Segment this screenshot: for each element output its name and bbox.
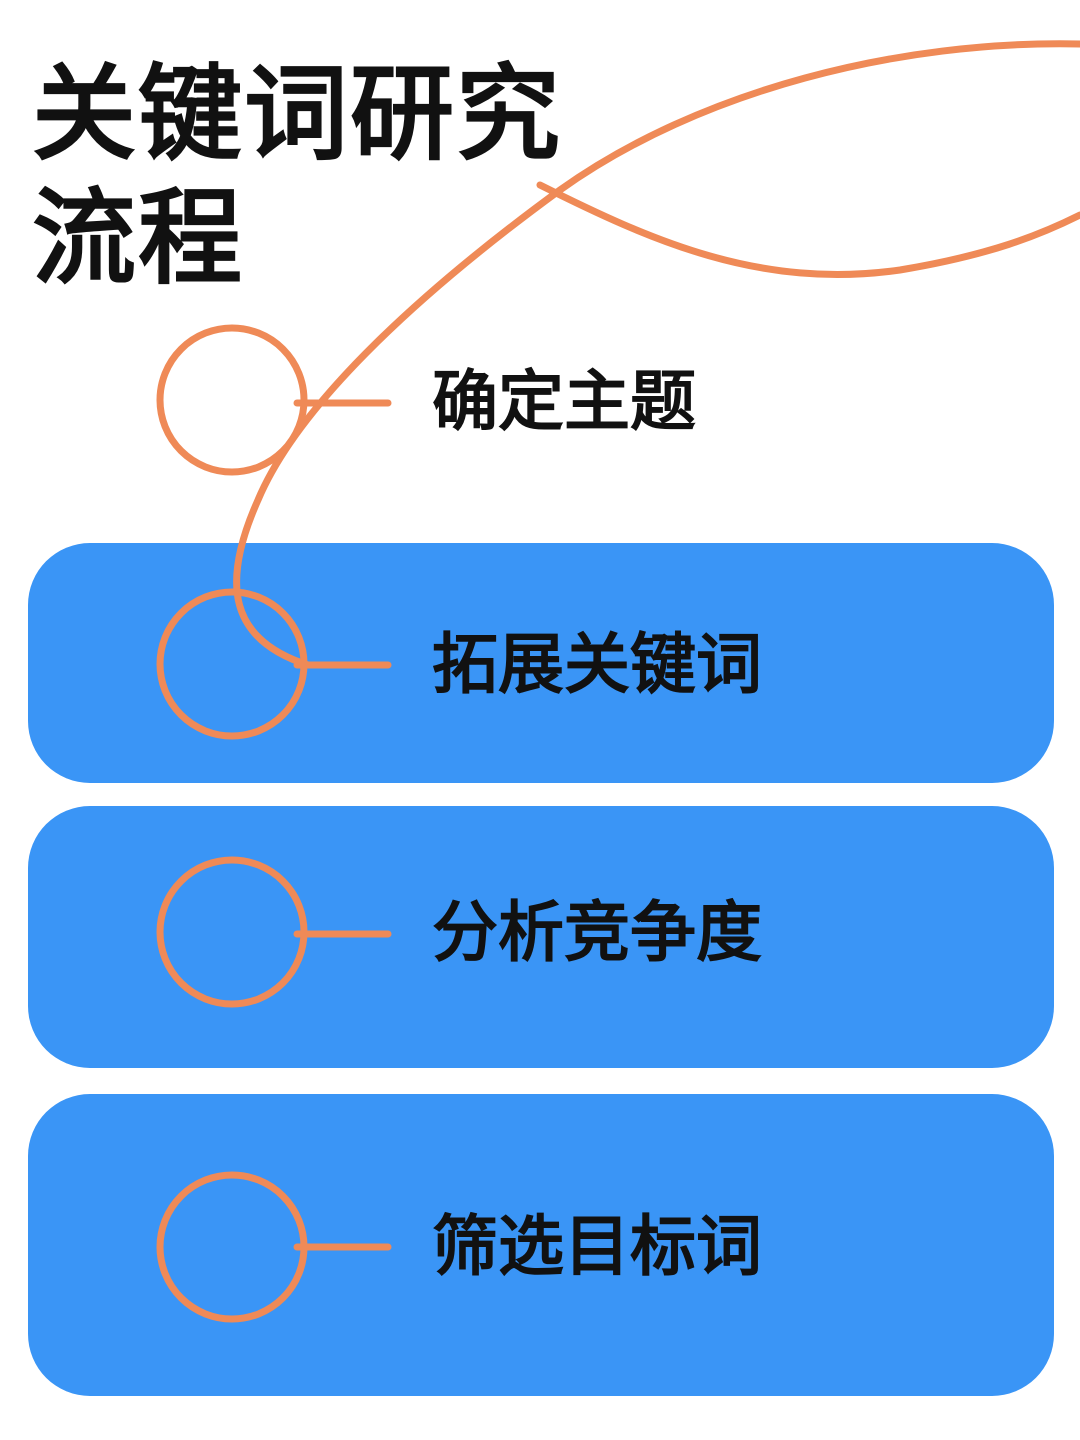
swoosh-loop — [536, 181, 1080, 278]
page-title: 关键词研究 流程 — [32, 52, 592, 300]
circle-connector-icon — [156, 324, 308, 476]
step-label-3: 分析竞争度 — [432, 894, 762, 971]
step-label-4: 筛选目标词 — [432, 1208, 762, 1285]
step-marker-1 — [156, 324, 392, 476]
step-label-1: 确定主题 — [432, 363, 696, 440]
step-label-2: 拓展关键词 — [432, 626, 762, 703]
title-line-2: 流程 — [32, 177, 245, 299]
title-line-1: 关键词研究 — [32, 53, 563, 175]
